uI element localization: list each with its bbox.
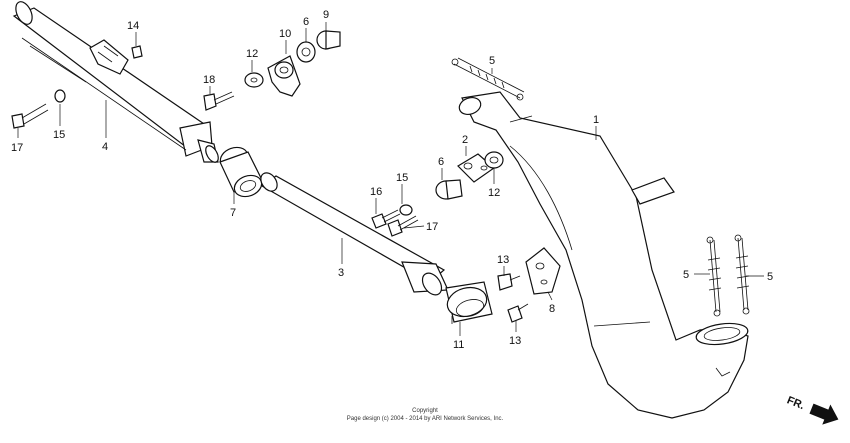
callout-15b: 15 (396, 172, 408, 184)
callout-12: 12 (246, 48, 258, 60)
part-washer-15 (54, 89, 66, 103)
springs (451, 57, 750, 317)
part-bracket-8 (525, 247, 561, 295)
part-clamp-sleeve (445, 281, 493, 324)
part-washer-15b (399, 204, 413, 216)
callout-11: 11 (453, 339, 464, 351)
part-collar-12 (484, 151, 504, 169)
callout-6b: 6 (438, 156, 444, 168)
copyright-line2: Page design (c) 2004 - 2014 by ARI Netwo… (347, 416, 504, 422)
arrow-icon (809, 403, 839, 425)
callout-14: 14 (127, 20, 139, 32)
callout-1: 1 (593, 114, 599, 126)
copyright-block: Copyright Page design (c) 2004 - 2014 by… (347, 408, 504, 422)
callout-9: 9 (323, 9, 329, 21)
lower-hardware (497, 247, 561, 323)
callout-numbers: 14 10 6 9 12 18 17 15 4 7 5 1 2 6 12 15 … (11, 9, 773, 351)
callout-17b: 17 (426, 221, 438, 233)
part-bolt-17b (387, 219, 403, 237)
leader-lines (17, 22, 764, 336)
callout-12b: 12 (488, 187, 500, 199)
part-connecting-pipe (260, 172, 449, 296)
part-muffler-silencer (12, 1, 219, 163)
callout-6: 6 (303, 16, 309, 28)
callout-16: 16 (370, 186, 382, 198)
part-bolt-18 (203, 93, 217, 111)
callout-5-left: 5 (683, 269, 689, 281)
callout-4: 4 (102, 141, 108, 153)
callout-10: 10 (279, 28, 291, 40)
part-rubber-coupler (219, 146, 263, 198)
callout-18: 18 (203, 74, 215, 86)
callout-8: 8 (549, 303, 555, 315)
left-fasteners (11, 89, 66, 129)
upper-mount-hardware (131, 30, 341, 111)
callout-3: 3 (338, 267, 344, 279)
part-bolt-17 (11, 113, 25, 129)
front-direction-indicator: FR. (785, 394, 839, 425)
callout-15: 15 (53, 129, 65, 141)
callout-5-right: 5 (767, 271, 773, 283)
copyright-line1: Copyright (412, 408, 438, 414)
callout-7: 7 (230, 207, 236, 219)
callout-13a: 13 (497, 254, 509, 266)
part-washer-12 (244, 72, 264, 88)
direction-label: FR. (785, 394, 806, 412)
callout-5-top: 5 (489, 55, 495, 67)
callout-2: 2 (462, 134, 468, 146)
callout-13b: 13 (509, 335, 521, 347)
part-bolt-16 (371, 213, 387, 229)
part-bolt-13a (497, 273, 513, 291)
part-expansion-chamber (458, 91, 749, 419)
part-grommet-6 (296, 41, 316, 63)
part-nut-14 (131, 45, 143, 59)
callout-17: 17 (11, 142, 23, 154)
